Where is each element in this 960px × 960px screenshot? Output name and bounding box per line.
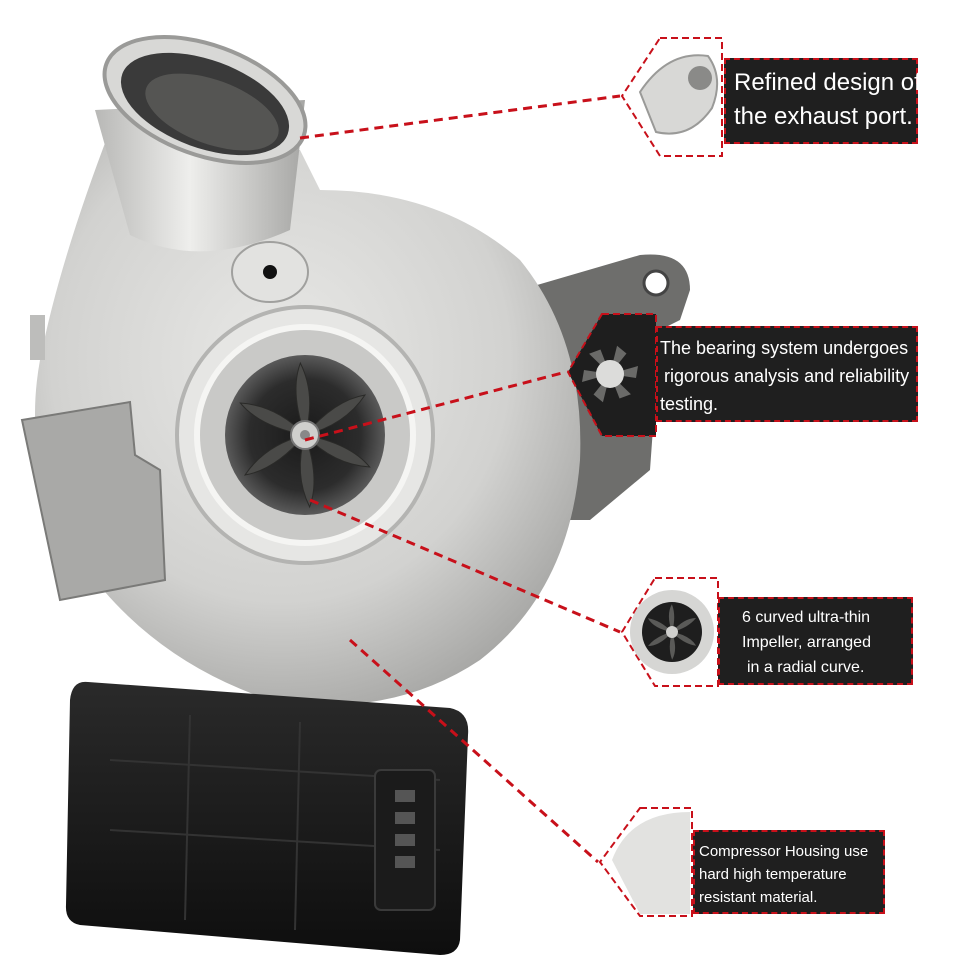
- callout-compressor-housing: Compressor Housing use hard high tempera…: [693, 830, 885, 914]
- callout-impeller-line-1: 6 curved ultra-thin: [742, 609, 871, 626]
- callout-compressor-housing-line-1: Compressor Housing use: [699, 843, 869, 860]
- exhaust-outlet: [95, 35, 309, 303]
- mounting-plate: [20, 400, 167, 602]
- leader-lines: [299, 94, 621, 864]
- callout-bearing-system-line-3: testing.: [660, 394, 719, 414]
- impeller: [239, 361, 371, 509]
- leader-exhaust: [299, 94, 621, 140]
- callout-exhaust-port: Refined design of the exhaust port.: [724, 58, 921, 144]
- leader-impeller: [309, 498, 621, 634]
- callout-bearing-system-line-1: The bearing system undergoes: [660, 338, 909, 358]
- callout-bearing-system-line-2: rigorous analysis and reliability: [664, 366, 910, 386]
- callout-impeller: 6 curved ultra-thin Impeller, arranged i…: [718, 597, 913, 685]
- exhaust-port-thumbnail: [620, 37, 723, 157]
- leader-housing: [348, 638, 600, 864]
- housing-thumbnail: [598, 807, 693, 917]
- callout-compressor-housing-line-2: hard high temperature: [699, 866, 847, 883]
- callout-exhaust-port-line-1: Refined design of: [734, 69, 921, 96]
- callout-impeller-line-3: in a radial curve.: [747, 659, 865, 676]
- callout-exhaust-port-line-2: the exhaust port.: [734, 103, 913, 130]
- callout-bearing-system: The bearing system undergoes rigorous an…: [656, 326, 918, 422]
- callout-compressor-housing-line-3: resistant material.: [699, 889, 818, 906]
- electronic-actuator: [65, 681, 469, 955]
- callout-impeller-line-2: Impeller, arranged: [742, 634, 871, 651]
- bearing-thumbnail: [566, 313, 657, 437]
- impeller-thumbnail: [620, 577, 719, 687]
